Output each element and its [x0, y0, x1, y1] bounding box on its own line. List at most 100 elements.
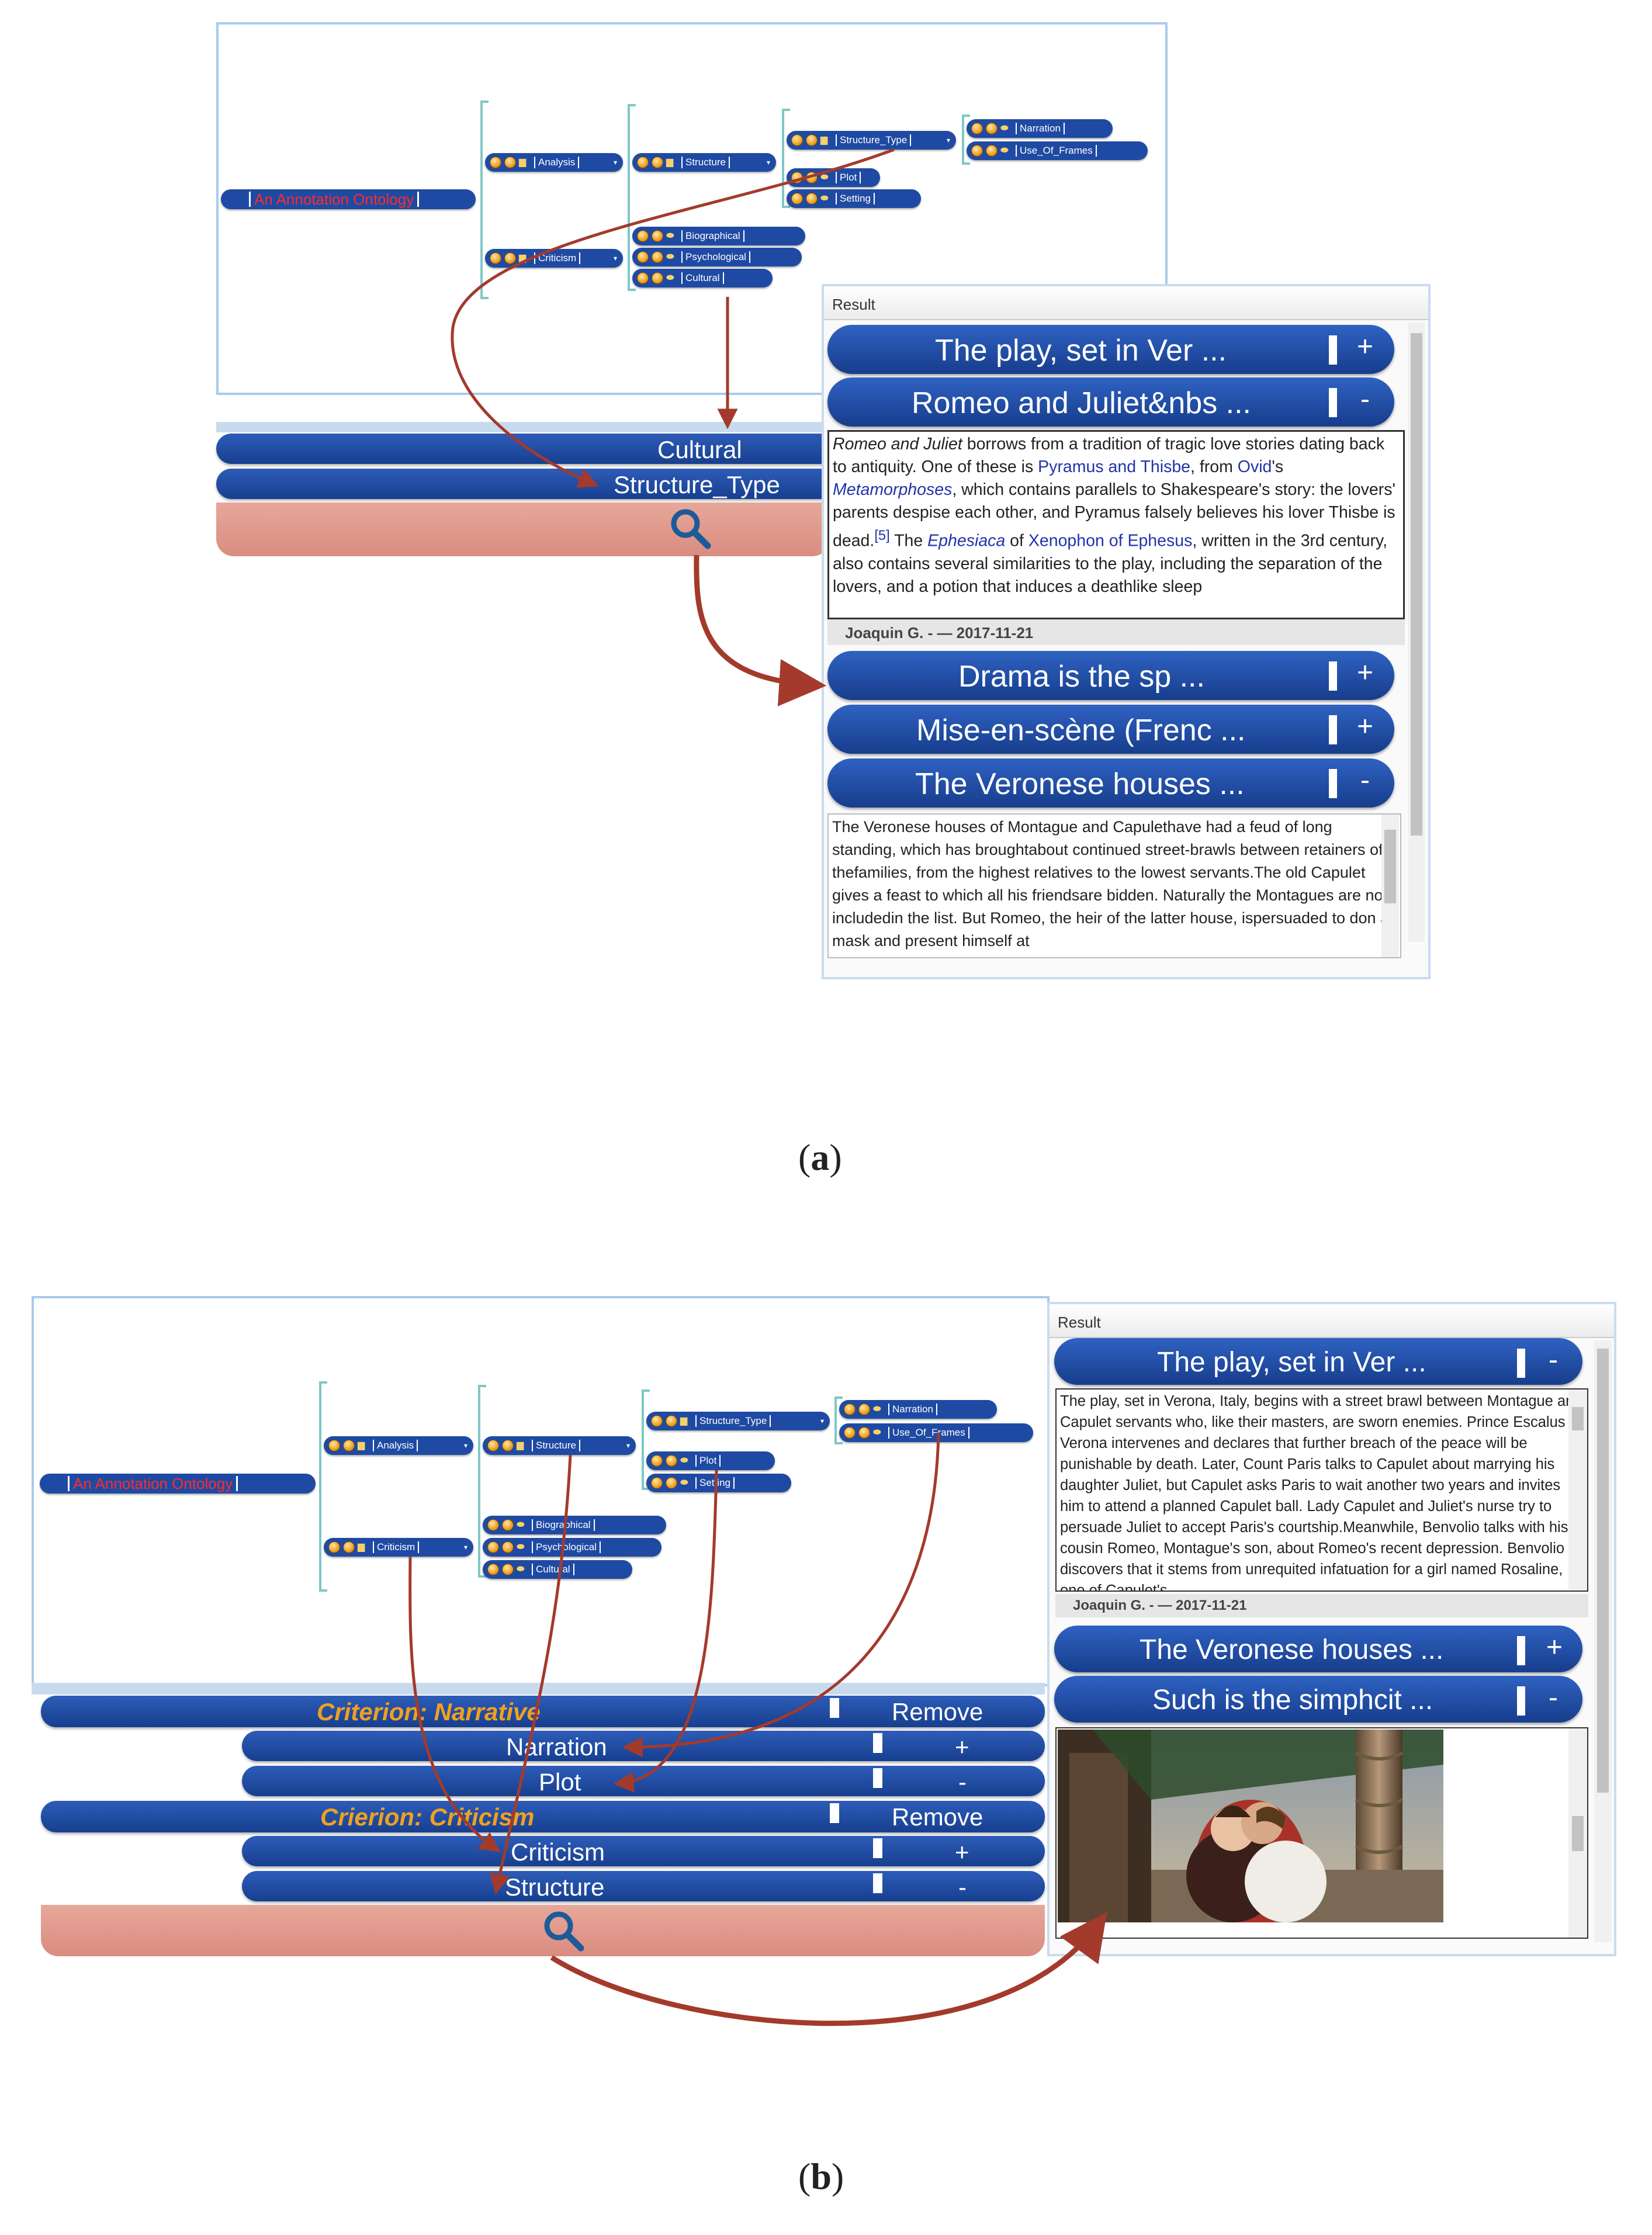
expand-toggle[interactable]: + — [1357, 711, 1374, 742]
collapse-toggle[interactable]: - — [958, 1873, 967, 1901]
orange-circle-icon[interactable] — [637, 157, 649, 168]
scrollbar-thumb[interactable] — [1572, 1816, 1584, 1851]
tree-node-structure-type[interactable]: ▆ Structure_Type ▾ — [787, 131, 956, 150]
chevron-down-icon[interactable]: ▾ — [463, 1543, 467, 1551]
orange-circle-icon[interactable] — [652, 230, 663, 242]
scrollbar-thumb[interactable] — [1597, 1349, 1609, 1793]
tree-node-criticism[interactable]: ▆ Criticism ▾ — [324, 1538, 473, 1557]
orange-circle-icon[interactable] — [487, 1541, 499, 1553]
expand-toggle[interactable]: + — [1357, 657, 1374, 688]
orange-circle-icon[interactable] — [971, 123, 983, 134]
expand-toggle[interactable]: + — [1546, 1632, 1563, 1663]
expand-toggle[interactable]: + — [955, 1838, 969, 1866]
orange-circle-icon[interactable] — [666, 1477, 677, 1489]
orange-circle-icon[interactable] — [844, 1427, 856, 1439]
link[interactable]: Ovid — [1237, 458, 1272, 476]
orange-circle-icon[interactable] — [651, 1455, 663, 1467]
orange-circle-icon[interactable] — [651, 1477, 663, 1489]
tree-node-structure-type[interactable]: ▆ Structure_Type ▾ — [646, 1412, 830, 1430]
tree-node-narration[interactable]: ⬬ Narration — [839, 1400, 997, 1419]
orange-circle-icon[interactable] — [858, 1404, 870, 1415]
orange-circle-icon[interactable] — [487, 1519, 499, 1531]
footnote-link[interactable]: [5] — [874, 528, 890, 543]
result-item[interactable]: Drama is the sp ... + — [827, 651, 1394, 700]
orange-circle-icon[interactable] — [652, 157, 663, 168]
tree-node-use-of-frames[interactable]: ⬬ Use_Of_Frames — [839, 1423, 1033, 1442]
orange-circle-icon[interactable] — [666, 1415, 677, 1427]
orange-circle-icon[interactable] — [490, 157, 501, 168]
orange-circle-icon[interactable] — [637, 272, 649, 284]
orange-circle-icon[interactable] — [502, 1440, 514, 1451]
filter-item-criticism[interactable]: Criticism + — [242, 1836, 1045, 1866]
remove-button[interactable]: Remove — [892, 1803, 983, 1831]
remove-button[interactable]: Remove — [892, 1698, 983, 1725]
tree-node-narration[interactable]: ⬬ Narration — [967, 119, 1113, 138]
link[interactable]: Pyramus and Thisbe — [1038, 458, 1191, 476]
orange-circle-icon[interactable] — [791, 134, 803, 146]
inner-scrollbar[interactable] — [1381, 815, 1399, 957]
collapse-toggle[interactable]: - — [1360, 765, 1370, 796]
tree-node-cultural[interactable]: ⬬ Cultural — [632, 269, 773, 287]
collapse-toggle[interactable]: - — [958, 1768, 967, 1796]
orange-circle-icon[interactable] — [502, 1541, 514, 1553]
chevron-down-icon[interactable]: ▾ — [463, 1442, 467, 1450]
chevron-down-icon[interactable]: ▾ — [613, 158, 617, 167]
collapse-toggle[interactable]: - — [1549, 1345, 1558, 1375]
search-zone[interactable] — [216, 503, 830, 556]
search-zone[interactable] — [41, 1905, 1045, 1956]
chevron-down-icon[interactable]: ▾ — [613, 254, 617, 262]
search-icon[interactable] — [542, 1910, 584, 1952]
orange-circle-icon[interactable] — [652, 272, 663, 284]
filter-item-plot[interactable]: Plot - — [242, 1766, 1045, 1796]
filter-item-structure[interactable]: Structure - — [242, 1871, 1045, 1901]
scrollbar-thumb[interactable] — [1411, 333, 1422, 836]
tree-node-plot[interactable]: ⬬ Plot — [646, 1451, 775, 1470]
collapse-toggle[interactable]: - — [1549, 1682, 1558, 1713]
orange-circle-icon[interactable] — [502, 1519, 514, 1531]
link[interactable]: Metamorphoses — [833, 480, 953, 499]
orange-circle-icon[interactable] — [791, 193, 803, 205]
search-icon[interactable] — [669, 507, 711, 549]
orange-circle-icon[interactable] — [490, 252, 501, 264]
orange-circle-icon[interactable] — [844, 1404, 856, 1415]
orange-circle-icon[interactable] — [328, 1440, 340, 1451]
tree-node-biographical[interactable]: ⬬ Biographical — [483, 1516, 666, 1534]
ontology-root-node[interactable]: An Annotation Ontology — [221, 189, 476, 209]
collapse-toggle[interactable]: - — [1360, 384, 1370, 415]
chevron-down-icon[interactable]: ▾ — [626, 1442, 630, 1450]
tree-node-structure[interactable]: ▆ Structure ▾ — [632, 153, 776, 172]
orange-circle-icon[interactable] — [637, 251, 649, 263]
tree-node-use-of-frames[interactable]: ⬬ Use_Of_Frames — [967, 141, 1148, 160]
tree-node-setting[interactable]: ⬬ Setting — [787, 189, 921, 208]
tree-node-biographical[interactable]: ⬬ Biographical — [632, 227, 805, 245]
orange-circle-icon[interactable] — [328, 1541, 340, 1553]
scrollbar-thumb[interactable] — [1572, 1407, 1584, 1430]
orange-circle-icon[interactable] — [666, 1455, 677, 1467]
link[interactable]: Xenophon of Ephesus — [1028, 531, 1193, 550]
orange-circle-icon[interactable] — [343, 1440, 355, 1451]
link[interactable]: Ephesiaca — [927, 531, 1006, 550]
orange-circle-icon[interactable] — [637, 230, 649, 242]
inner-scrollbar[interactable] — [1568, 1389, 1587, 1591]
image-scrollbar[interactable] — [1568, 1728, 1587, 1938]
orange-circle-icon[interactable] — [858, 1427, 870, 1439]
orange-circle-icon[interactable] — [502, 1564, 514, 1575]
chevron-down-icon[interactable]: ▾ — [766, 158, 770, 167]
chevron-down-icon[interactable]: ▾ — [820, 1417, 824, 1425]
tree-node-analysis[interactable]: ▆ Analysis ▾ — [485, 153, 623, 172]
orange-circle-icon[interactable] — [971, 145, 983, 157]
expand-toggle[interactable]: + — [1357, 331, 1374, 362]
ontology-root-node[interactable]: An Annotation Ontology — [40, 1474, 316, 1494]
tree-node-structure[interactable]: ▆ Structure ▾ — [483, 1436, 636, 1455]
orange-circle-icon[interactable] — [652, 251, 663, 263]
orange-circle-icon[interactable] — [343, 1541, 355, 1553]
orange-circle-icon[interactable] — [487, 1564, 499, 1575]
orange-circle-icon[interactable] — [806, 193, 818, 205]
vertical-scrollbar[interactable] — [1594, 1340, 1612, 1942]
orange-circle-icon[interactable] — [487, 1440, 499, 1451]
result-item[interactable]: Mise-en-scène (Frenc ... + — [827, 705, 1394, 754]
orange-circle-icon[interactable] — [806, 134, 818, 146]
result-item[interactable]: The play, set in Ver ... - — [1054, 1338, 1582, 1385]
expand-toggle[interactable]: + — [955, 1733, 969, 1761]
tree-node-psychological[interactable]: ⬬ Psychological — [632, 248, 802, 266]
